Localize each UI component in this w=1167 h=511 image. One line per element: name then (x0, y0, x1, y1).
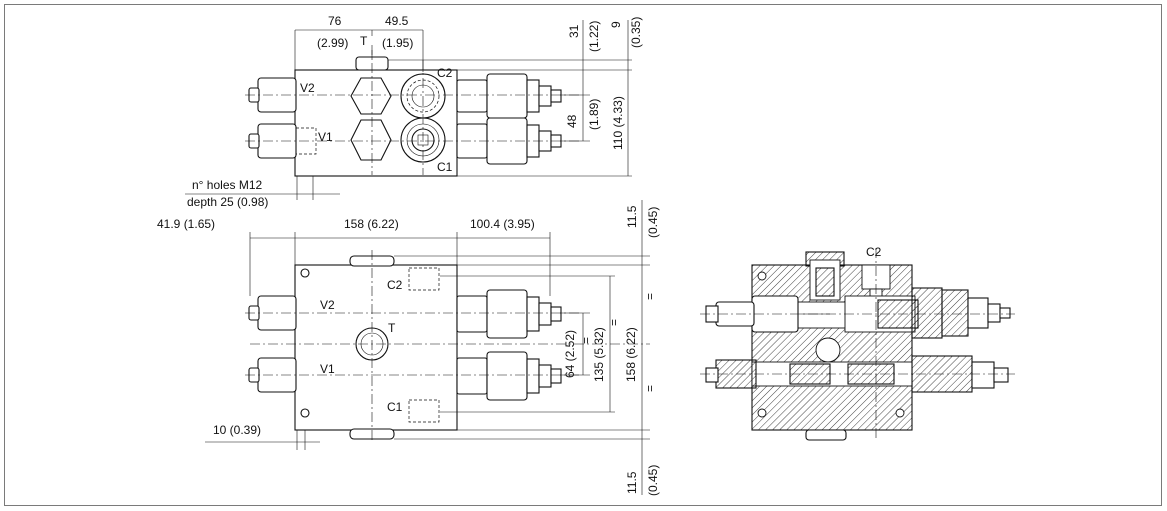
front-eq-1: = (579, 337, 593, 344)
front-dim-135: 135 (5.32) (592, 327, 606, 382)
front-dim-41: 41.9 (1.65) (157, 217, 215, 231)
top-port-v2-label: V2 (300, 81, 315, 95)
cartridge-valve-lower-front (456, 351, 562, 401)
cartridge-valve-upper-top (456, 73, 562, 119)
cartridge-valve-lower-top (456, 117, 562, 165)
drawing-frame (4, 4, 1162, 506)
front-eq-3: = (643, 293, 657, 300)
front-view (205, 200, 650, 495)
front-eq-2: = (607, 319, 621, 326)
top-dim-76-in: (2.99) (317, 36, 348, 50)
section-view (700, 248, 1015, 441)
section-port-c2-label: C2 (866, 245, 882, 259)
top-dim-48: 48 (565, 114, 579, 128)
front-port-c2-label: C2 (387, 278, 403, 292)
top-view (185, 20, 632, 200)
top-dim-49: 49.5 (385, 14, 409, 28)
top-port-c1-label: C1 (437, 160, 453, 174)
front-dim-11b-in: (0.45) (646, 465, 660, 496)
top-dim-49-in: (1.95) (382, 36, 413, 50)
front-dim-10: 10 (0.39) (213, 423, 261, 437)
front-dim-11a: 11.5 (625, 205, 639, 228)
top-dim-48-in: (1.89) (587, 99, 601, 130)
front-dim-11a-in: (0.45) (646, 207, 660, 238)
front-dim-100: 100.4 (3.95) (470, 217, 535, 231)
cartridge-valve-upper-front (456, 289, 562, 339)
top-port-v1-label: V1 (318, 130, 333, 144)
top-dim-9-in: (0.35) (629, 17, 643, 48)
front-port-c1-label: C1 (387, 400, 403, 414)
holes-note-line1: n° holes M12 (192, 178, 262, 192)
front-dim-158w: 158 (6.22) (344, 217, 399, 231)
front-eq-4: = (643, 385, 657, 392)
front-dim-11b: 11.5 (625, 471, 639, 494)
front-dim-64: 64 (2.52) (563, 330, 577, 378)
top-dim-76: 76 (328, 14, 342, 28)
front-dim-158h: 158 (6.22) (624, 327, 638, 382)
top-dim-110: 110 (4.33) (611, 96, 625, 150)
top-port-c2-label: C2 (437, 66, 453, 80)
top-dim-9: 9 (609, 21, 623, 28)
hex-plug-upper (350, 77, 392, 115)
holes-note-line2: depth 25 (0.98) (187, 195, 268, 209)
top-dim-31: 31 (567, 24, 581, 38)
hex-plug-lower (350, 119, 392, 161)
front-port-v2-label: V2 (320, 298, 335, 312)
front-port-v1-label: V1 (320, 362, 335, 376)
top-dim-31-in: (1.22) (587, 21, 601, 52)
front-port-t-label: T (388, 321, 396, 335)
top-port-t-label: T (360, 34, 368, 48)
